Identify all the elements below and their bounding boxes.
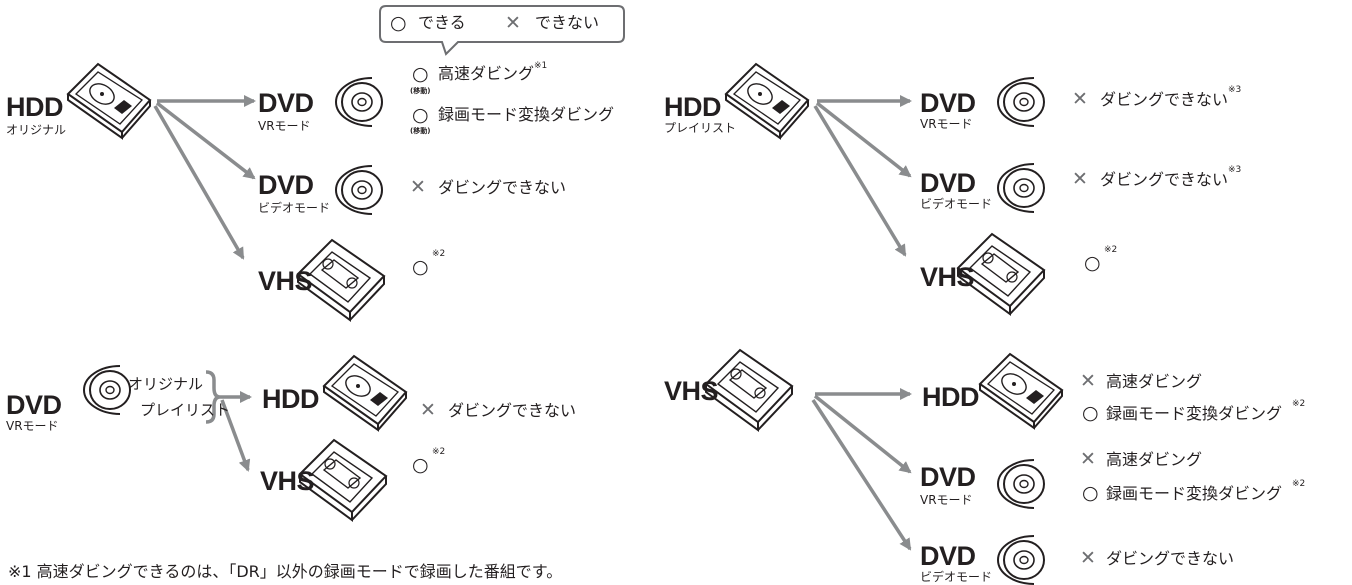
vhs-tape-icon	[705, 349, 793, 431]
disc-icon	[997, 459, 1045, 509]
target-hdd-title: HDD	[262, 384, 320, 414]
note-mark: ※2	[1104, 245, 1118, 255]
note-mark: ※2	[1292, 399, 1306, 409]
target-dvd-title: DVD	[920, 541, 976, 571]
can-symbol: ○	[1084, 252, 1101, 274]
hdd-icon	[979, 353, 1063, 429]
target-vr-mode: VRモード	[920, 493, 973, 507]
hdd-icon	[725, 63, 809, 139]
source-dvd-subtitle: VRモード	[6, 419, 59, 433]
can-symbol: ○	[412, 256, 429, 278]
note-mark: ※1	[534, 61, 548, 71]
result-mode-convert: 録画モード変換ダビング	[438, 105, 615, 124]
can-symbol: ○	[1082, 482, 1099, 504]
result-cannot-dub: ダビングできない	[438, 178, 567, 197]
disc-icon	[997, 77, 1045, 127]
source-brace	[205, 370, 221, 424]
disc-icon	[335, 77, 383, 127]
target-vhs-title: VHS	[920, 262, 975, 292]
target-hdd-title: HDD	[922, 382, 980, 412]
can-symbol: ○	[1082, 402, 1099, 424]
arrow-playlist-to-vhs	[813, 105, 907, 257]
result-cannot-dub: ダビングできない	[1100, 170, 1229, 189]
target-vr-mode: VRモード	[920, 117, 973, 131]
result-mode-convert: 録画モード変換ダビング	[1106, 404, 1283, 423]
result-cannot-dub: ダビングできない	[1106, 549, 1235, 568]
cannot-symbol: ✕	[1080, 547, 1096, 569]
cannot-symbol: ✕	[410, 176, 426, 198]
result-high-speed: 高速ダビング	[438, 64, 535, 83]
result-mode-convert: 録画モード変換ダビング	[1106, 484, 1283, 503]
target-vhs-title: VHS	[258, 266, 313, 296]
source-vhs-title: VHS	[664, 376, 719, 406]
disc-icon	[83, 365, 131, 415]
note-mark: ※2	[432, 249, 446, 259]
source-hdd-playlist-subtitle: プレイリスト	[664, 121, 737, 135]
move-label: (移動)	[410, 127, 431, 135]
source-hdd-original-title: HDD	[6, 92, 64, 122]
target-video-mode: ビデオモード	[920, 570, 993, 584]
can-symbol: ○	[412, 104, 429, 126]
note-mark: ※2	[432, 447, 446, 457]
result-high-speed: 高速ダビング	[1106, 372, 1203, 391]
arrow-playlist-to-dvd-video	[815, 101, 912, 178]
source-hdd-playlist-title: HDD	[664, 92, 722, 122]
source-hdd-original-subtitle: オリジナル	[6, 123, 67, 137]
cannot-text: できない	[535, 13, 600, 32]
can-symbol: ○	[412, 63, 429, 85]
source-dvd-label-original: オリジナル	[128, 375, 204, 393]
arrow-vhs-to-dvd-vr	[813, 394, 912, 474]
source-dvd-title: DVD	[6, 390, 62, 420]
target-dvd-title: DVD	[920, 462, 976, 492]
footnote: ※1 高速ダビングできるのは、「DR」以外の録画モードで録画した番組です。	[8, 562, 563, 581]
cannot-symbol: ✕	[1072, 88, 1088, 110]
legend-balloon	[379, 5, 625, 56]
cannot-symbol: ✕	[1080, 370, 1096, 392]
can-symbol: ○	[390, 12, 407, 34]
result-cannot-dub: ダビングできない	[1100, 90, 1229, 109]
target-dvd-title: DVD	[920, 168, 976, 198]
hdd-icon	[323, 355, 407, 431]
disc-icon	[997, 163, 1045, 213]
target-dvd-title: DVD	[920, 88, 976, 118]
can-symbol: ○	[412, 454, 429, 476]
disc-icon	[335, 165, 383, 215]
result-cannot-dub: ダビングできない	[448, 401, 577, 420]
cannot-symbol: ✕	[505, 12, 521, 34]
can-text: できる	[418, 13, 466, 32]
cannot-symbol: ✕	[1072, 168, 1088, 190]
disc-icon	[997, 535, 1045, 585]
hdd-icon	[67, 63, 151, 139]
target-video-mode: ビデオモード	[258, 201, 331, 215]
target-vhs-title: VHS	[260, 466, 315, 496]
arrow-dvdvr-to-vhs	[220, 399, 251, 472]
source-dvd-label-playlist: プレイリスト	[140, 401, 231, 419]
cannot-symbol: ✕	[420, 399, 436, 421]
note-mark: ※2	[1292, 479, 1306, 489]
arrow-hdd-to-dvd-video	[155, 101, 256, 180]
target-dvd-title: DVD	[258, 170, 314, 200]
arrow-vhs-to-dvd-video	[811, 399, 912, 551]
arrow-hdd-to-vhs	[153, 105, 245, 260]
target-video-mode: ビデオモード	[920, 197, 993, 211]
cannot-symbol: ✕	[1080, 448, 1096, 470]
note-mark: ※3	[1228, 85, 1242, 95]
move-label: (移動)	[410, 87, 431, 95]
target-dvd-title: DVD	[258, 88, 314, 118]
target-vr-mode: VRモード	[258, 119, 311, 133]
arrows	[153, 95, 912, 551]
result-high-speed: 高速ダビング	[1106, 450, 1203, 469]
note-mark: ※3	[1228, 165, 1242, 175]
